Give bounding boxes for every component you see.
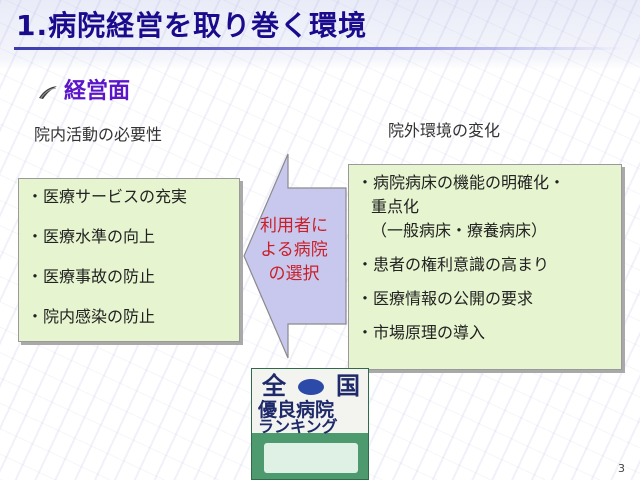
- list-item: ・市場原理の導入: [357, 323, 486, 342]
- swoosh-bullet-icon: [39, 86, 57, 99]
- external-environment-box: ・病院病床の機能の明確化・ 重点化 （一般病床・療養病床） ・患者の権利意識の高…: [348, 164, 622, 370]
- left-column-heading: 院内活動の必要性: [34, 125, 163, 144]
- list-item: ・院内感染の防止: [27, 307, 156, 326]
- list-item: ・医療情報の公開の要求: [357, 289, 534, 308]
- list-item-line: 重点化: [371, 197, 420, 216]
- book-cover-title: 優良病院: [258, 399, 335, 421]
- arrow-label-line: 利用者に: [260, 216, 328, 236]
- slide-title: 1.病院経営を取り巻く環境: [16, 9, 368, 42]
- list-item: ・医療サービスの充実: [27, 187, 188, 206]
- arrow-label: 利用者に よる病院 の選択: [254, 214, 334, 286]
- list-item: ・医療水準の向上: [27, 227, 156, 246]
- subheading: 経営面: [38, 76, 130, 108]
- left-arrow-shape: [243, 153, 347, 359]
- list-item: ・医療事故の防止: [27, 267, 156, 286]
- book-cover-image: 全 国 優良病院 ランキング: [251, 368, 369, 480]
- title-underline: [14, 47, 626, 50]
- book-cover-badge: [298, 379, 324, 395]
- book-cover-band: [264, 443, 358, 473]
- internal-activities-box: ・医療サービスの充実 ・医療水準の向上 ・医療事故の防止 ・院内感染の防止: [18, 178, 240, 342]
- subheading-text: 経営面: [64, 79, 131, 104]
- list-item-line: （一般病床・療養病床）: [371, 221, 548, 240]
- right-column-heading: 院外環境の変化: [388, 121, 501, 140]
- book-cover-kanji: 全: [262, 372, 286, 400]
- arrow-label-line: の選択: [268, 264, 320, 284]
- book-cover-kanji: 国: [336, 372, 360, 400]
- list-item: ・患者の権利意識の高まり: [357, 255, 550, 274]
- page-number: 3: [618, 462, 625, 475]
- list-item: ・病院病床の機能の明確化・ 重点化 （一般病床・療養病床）: [357, 171, 613, 243]
- arrow-label-line: よる病院: [260, 240, 328, 260]
- book-cover-subtitle: ランキング: [258, 417, 338, 436]
- list-item-line: ・病院病床の機能の明確化・: [357, 173, 566, 192]
